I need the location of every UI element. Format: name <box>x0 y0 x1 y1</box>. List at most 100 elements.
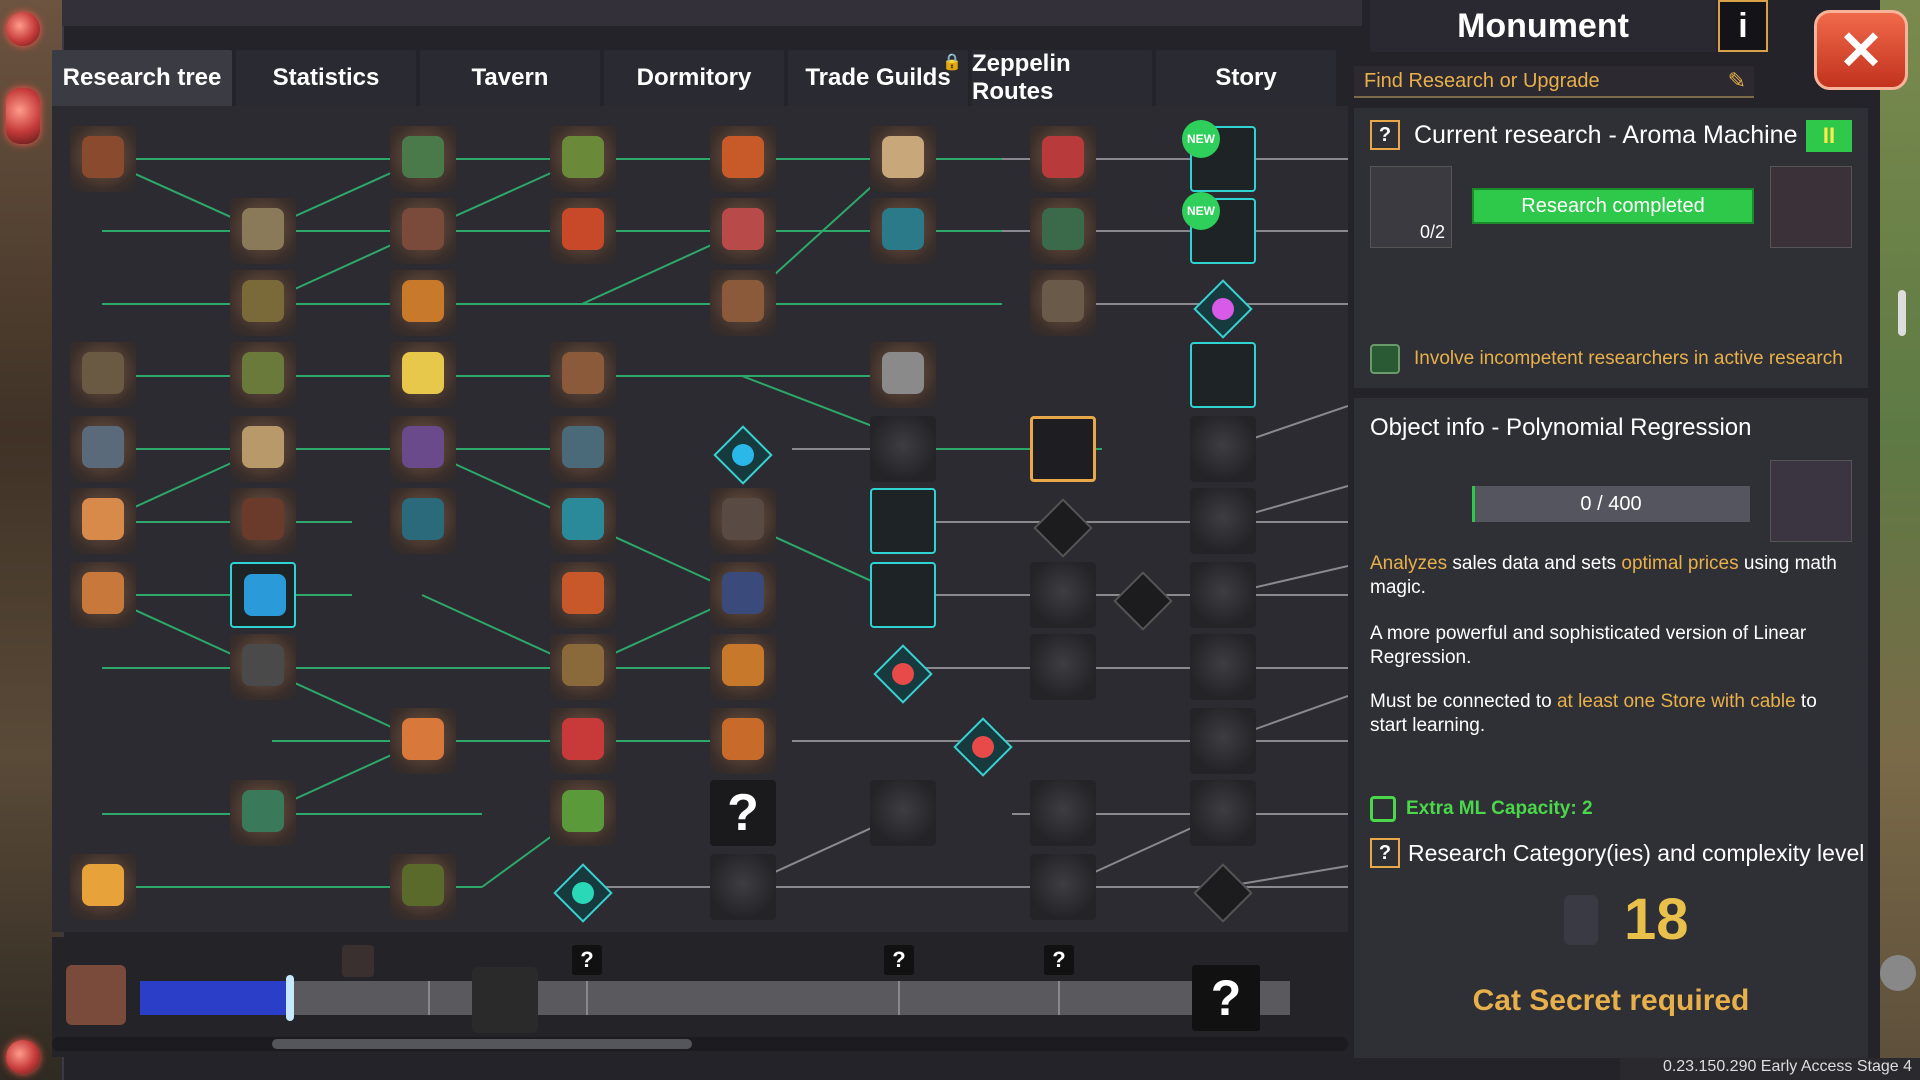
close-button[interactable]: ✕ <box>1814 10 1908 90</box>
research-node[interactable] <box>710 854 776 920</box>
research-node[interactable] <box>70 126 136 192</box>
current-research-header: ? Current research - Aroma Machine <box>1370 120 1797 150</box>
research-node[interactable] <box>550 562 616 628</box>
tab-dormitory[interactable]: Dormitory <box>604 50 784 106</box>
research-node[interactable] <box>870 488 936 554</box>
machine-icon <box>722 208 764 250</box>
research-node[interactable] <box>710 270 776 336</box>
timeline-unknown-milestone[interactable]: ? <box>1192 965 1260 1031</box>
research-node[interactable] <box>70 342 136 408</box>
research-node[interactable] <box>550 342 616 408</box>
help-icon[interactable]: ? <box>1370 120 1400 150</box>
research-node[interactable] <box>870 416 936 482</box>
research-node[interactable] <box>1030 198 1096 264</box>
research-node[interactable] <box>870 342 936 408</box>
research-node[interactable] <box>230 634 296 700</box>
research-node[interactable] <box>390 126 456 192</box>
timeline-milestone-icon[interactable] <box>342 945 374 977</box>
research-node[interactable] <box>1030 126 1096 192</box>
research-node[interactable] <box>70 488 136 554</box>
research-node[interactable] <box>870 198 936 264</box>
research-node[interactable] <box>70 854 136 920</box>
research-node[interactable] <box>70 416 136 482</box>
timeline-unknown-milestone[interactable]: ? <box>1044 945 1074 975</box>
research-node[interactable] <box>870 126 936 192</box>
tab-story[interactable]: Story <box>1156 50 1336 106</box>
research-node[interactable] <box>1190 634 1256 700</box>
tab-research-tree[interactable]: Research tree <box>52 50 232 106</box>
research-node[interactable] <box>390 198 456 264</box>
research-node[interactable] <box>390 416 456 482</box>
research-node[interactable] <box>550 780 616 846</box>
research-tree[interactable]: ? NEW NEW <box>52 106 1348 932</box>
research-node[interactable] <box>230 270 296 336</box>
desc-text: using math magic. <box>1370 553 1837 598</box>
research-node[interactable] <box>1030 270 1096 336</box>
timeline-unknown-milestone[interactable]: ? <box>572 945 602 975</box>
research-node[interactable] <box>1190 708 1256 774</box>
research-node[interactable] <box>230 488 296 554</box>
tab-zeppelin-routes[interactable]: Zeppelin Routes <box>972 50 1152 106</box>
research-node[interactable] <box>230 780 296 846</box>
scrollbar-thumb[interactable] <box>272 1039 692 1049</box>
pause-button[interactable]: II <box>1806 120 1852 152</box>
tab-statistics[interactable]: Statistics <box>236 50 416 106</box>
timeline-knob[interactable] <box>286 975 294 1021</box>
timeline-marker <box>428 981 430 1015</box>
research-node[interactable] <box>710 488 776 554</box>
research-node[interactable] <box>710 708 776 774</box>
research-node[interactable] <box>1030 634 1096 700</box>
background-right <box>1880 0 1920 1080</box>
horizontal-scrollbar[interactable] <box>52 1037 1348 1051</box>
research-node[interactable] <box>550 198 616 264</box>
research-node[interactable] <box>1030 780 1096 846</box>
research-node[interactable] <box>710 126 776 192</box>
unknown-research-node[interactable]: ? <box>710 780 776 846</box>
research-node[interactable] <box>230 342 296 408</box>
research-node[interactable] <box>550 416 616 482</box>
research-node[interactable] <box>710 634 776 700</box>
vertical-scrollbar[interactable] <box>1898 290 1906 336</box>
involve-researchers-option[interactable]: Involve incompetent researchers in activ… <box>1370 344 1843 374</box>
research-node[interactable] <box>550 634 616 700</box>
research-node[interactable] <box>230 198 296 264</box>
involve-researchers-checkbox[interactable] <box>1370 344 1400 374</box>
research-node[interactable] <box>1190 780 1256 846</box>
research-node[interactable] <box>710 562 776 628</box>
new-research-node[interactable]: NEW <box>1182 192 1256 264</box>
research-node[interactable] <box>1190 416 1256 482</box>
info-button[interactable]: i <box>1718 0 1768 52</box>
research-node[interactable] <box>390 854 456 920</box>
new-research-node[interactable]: NEW <box>1182 120 1256 192</box>
research-node[interactable] <box>550 126 616 192</box>
help-icon[interactable]: ? <box>1370 838 1400 868</box>
research-node[interactable] <box>390 342 456 408</box>
research-node[interactable] <box>1030 854 1096 920</box>
timeline-milestone-icon[interactable] <box>472 967 538 1033</box>
research-node[interactable] <box>230 416 296 482</box>
research-node[interactable] <box>870 562 936 628</box>
research-node[interactable] <box>230 562 296 628</box>
research-count: 0/2 <box>1419 222 1445 242</box>
research-node[interactable] <box>550 708 616 774</box>
research-node[interactable] <box>1190 342 1256 408</box>
crystal-icon <box>567 877 599 909</box>
selected-research-node[interactable] <box>1030 416 1096 482</box>
research-node[interactable] <box>1030 562 1096 628</box>
complexity-value: 18 <box>1624 887 1689 952</box>
tab-trade-guilds[interactable]: Trade Guilds🔒 <box>788 50 968 106</box>
timeline-fill <box>140 981 290 1015</box>
research-node[interactable] <box>1190 488 1256 554</box>
research-node[interactable] <box>550 488 616 554</box>
research-node[interactable] <box>870 780 936 846</box>
timeline-unknown-milestone[interactable]: ? <box>884 945 914 975</box>
research-node[interactable] <box>710 198 776 264</box>
research-node[interactable] <box>1190 562 1256 628</box>
research-node[interactable] <box>70 562 136 628</box>
tab-tavern[interactable]: Tavern <box>420 50 600 106</box>
research-node[interactable] <box>390 708 456 774</box>
research-node[interactable] <box>390 488 456 554</box>
search-input[interactable]: Find Research or Upgrade ✎ <box>1354 66 1754 98</box>
research-node[interactable] <box>390 270 456 336</box>
machine-icon <box>402 498 444 540</box>
